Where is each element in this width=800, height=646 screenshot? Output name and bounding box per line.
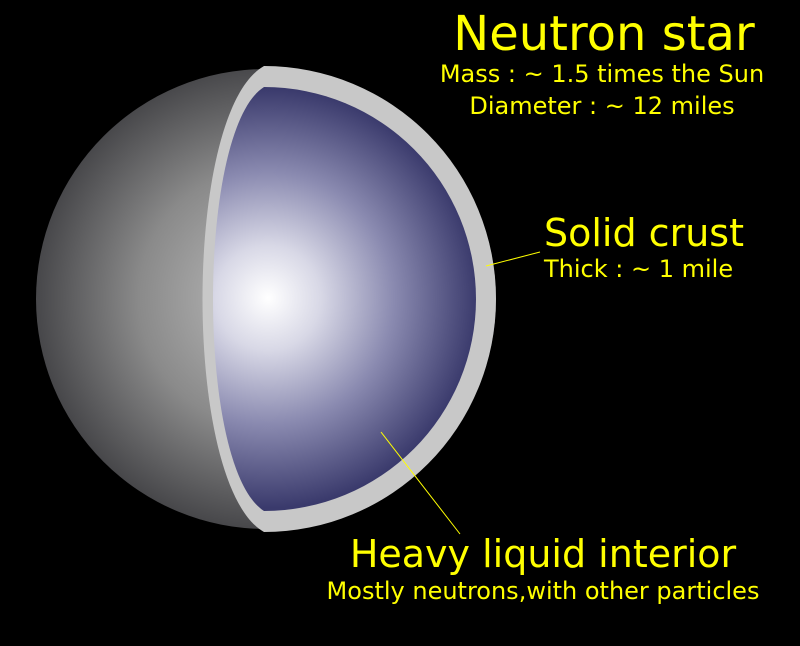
interior-label: Heavy liquid interior [350,532,737,576]
interior-composition: Mostly neutrons,with other particles [327,577,760,605]
title-diameter: Diameter : ~ 12 miles [469,92,734,120]
crust-thickness: Thick : ~ 1 mile [543,255,733,283]
crust-pointer-line [485,251,541,267]
title-mass: Mass : ~ 1.5 times the Sun [440,60,764,88]
liquid-interior [213,87,476,511]
title-heading: Neutron star [453,6,755,62]
crust-label: Solid crust [544,211,744,255]
interior-pointer-line [380,431,461,535]
